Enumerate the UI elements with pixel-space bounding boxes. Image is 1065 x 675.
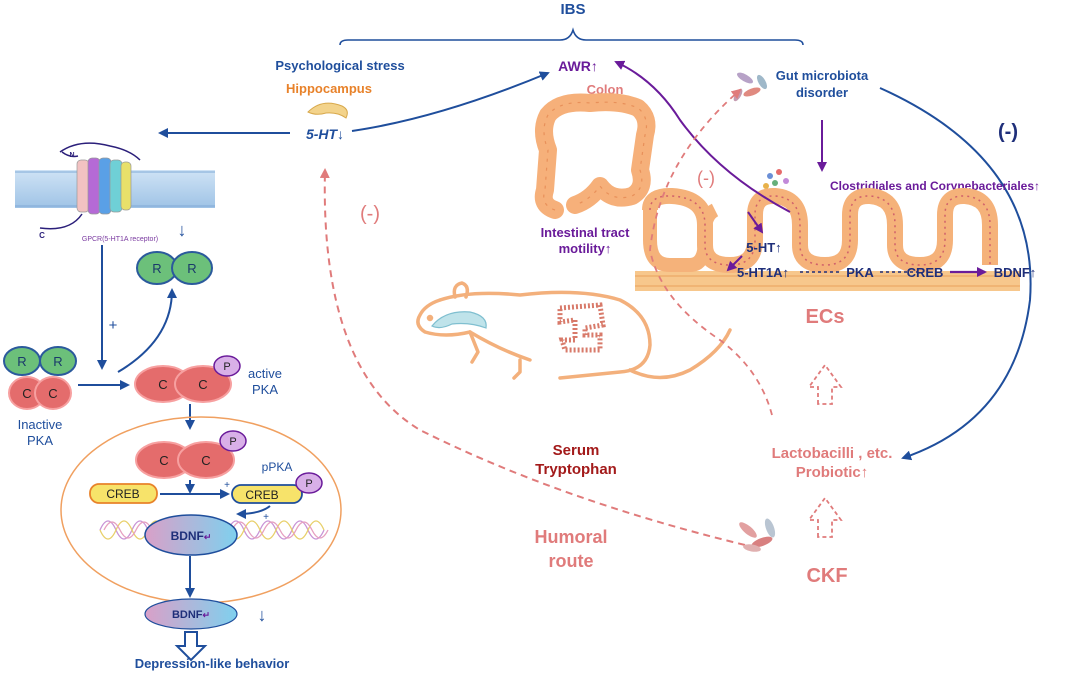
bdnf-protein-label: BDNF↵ xyxy=(172,609,210,621)
nuclear-c-label-1: C xyxy=(159,453,168,468)
bdnf-decrease-arrow: ↓ xyxy=(258,605,267,625)
hippocampus-icon xyxy=(307,102,348,119)
pcreb-p-label: P xyxy=(305,478,312,490)
bdnf-gene xyxy=(144,514,238,556)
pka-path-label: PKA xyxy=(846,265,874,280)
colon-label: Colon xyxy=(587,82,624,97)
active-c-label-1: C xyxy=(158,377,167,392)
transcription-plus-label: + xyxy=(263,512,269,523)
gpcr-receptor-icon xyxy=(39,142,141,230)
gut-microbiota-line1: Gut microbiota xyxy=(776,68,869,83)
activation-plus-label: + xyxy=(109,317,118,334)
inactive-pka-line2: PKA xyxy=(27,433,53,448)
psych-stress-label: Psychological stress xyxy=(275,58,404,73)
free-regulatory-subunits xyxy=(136,251,213,285)
colon-illustration xyxy=(534,93,656,219)
rat-colon xyxy=(557,302,606,353)
free-r-label-2: R xyxy=(187,261,196,276)
pcreb-box-label: CREB xyxy=(245,488,278,502)
inhibition-label-right: (-) xyxy=(998,121,1018,143)
arrow-wall-to-awr xyxy=(614,60,791,213)
hollow-down-arrow xyxy=(174,631,208,662)
bdnf-up-label: BDNF↑ xyxy=(994,265,1037,280)
gpcr-n-label: N xyxy=(69,152,74,159)
nuclear-pka xyxy=(135,430,247,479)
humoral-dashed-path xyxy=(319,168,746,546)
inactive-r-label-2: R xyxy=(53,354,62,369)
arrow-microbiota-to-probiotic xyxy=(879,87,1032,461)
gpcr-label: GPCR(5-HT1A receptor) xyxy=(82,236,158,243)
inactive-pka xyxy=(3,346,77,410)
hollow-up-arrow-bottom xyxy=(807,496,843,538)
creb-path-label: CREB xyxy=(907,265,944,280)
intestinal-motility-line2: motility↑ xyxy=(559,241,612,256)
active-pka-line2: PKA xyxy=(252,382,278,397)
arrow-serotonin-to-receptor xyxy=(726,255,743,272)
depression-label: Depression-like behavior xyxy=(135,656,290,671)
active-pka xyxy=(134,355,241,403)
active-pka-line1: active xyxy=(248,366,282,381)
arrow-clostridiales-to-serotonin xyxy=(747,211,764,234)
ecs-label: ECs xyxy=(806,306,845,328)
ibs-title: IBS xyxy=(560,1,585,18)
humoral-line1: Humoral xyxy=(534,527,607,547)
inhibition-label-left: (-) xyxy=(360,203,380,225)
hippocampus-label: Hippocampus xyxy=(286,81,372,96)
lactobacilli-line2: Probiotic↑ xyxy=(796,464,869,481)
creb-box xyxy=(89,483,158,504)
rat-illustration xyxy=(416,281,732,380)
pcreb-box xyxy=(231,484,303,504)
nuclear-p-label: P xyxy=(229,436,236,448)
pcreb-phosphate xyxy=(295,472,323,494)
clostridiales-icon xyxy=(763,169,789,189)
creb-box-label: CREB xyxy=(106,487,139,501)
rat-hippocampus xyxy=(431,311,487,329)
active-c-label-2: C xyxy=(198,377,207,392)
inactive-r-label-1: R xyxy=(17,354,26,369)
awr-label: AWR↑ xyxy=(558,58,598,74)
active-p-label: P xyxy=(223,361,230,373)
serum-line1: Serum xyxy=(553,442,600,459)
ckf-label: CKF xyxy=(806,565,847,587)
free-r-label-1: R xyxy=(152,261,161,276)
clostridiales-label: Clostridiales and Corynebacteriales↑ xyxy=(830,179,1040,193)
intestinal-wall xyxy=(635,187,1020,291)
humoral-line2: route xyxy=(549,551,594,571)
lactobacilli-line1: Lactobacilli , etc. xyxy=(772,445,893,462)
ht1a-label: 5-HT1A↑ xyxy=(737,265,789,280)
gpcr-c-label: C xyxy=(39,231,45,240)
serotonin-down-label: 5-HT↓ xyxy=(306,126,344,142)
hollow-up-arrow-top xyxy=(807,363,843,405)
bdnf-protein xyxy=(144,598,238,630)
ppka-label: pPKA xyxy=(262,460,293,474)
inactive-c-label-2: C xyxy=(48,386,57,401)
microbiota-icon xyxy=(733,72,768,102)
arrow-pcreb-to-bdnf xyxy=(236,505,271,519)
inhibition-label-mid: (-) xyxy=(697,168,715,188)
arrow-release-r xyxy=(117,288,177,373)
ibs-brace xyxy=(339,27,804,46)
inactive-c-label-1: C xyxy=(22,386,31,401)
arrow-serotonin-to-awr xyxy=(351,71,550,132)
serum-line2: Tryptophan xyxy=(535,461,617,478)
bdnf-gene-label: BDNF↵ xyxy=(171,529,212,543)
intestinal-motility-line1: Intestinal tract xyxy=(541,225,631,240)
bacteria-icon xyxy=(739,518,776,552)
inactive-pka-line1: Inactive xyxy=(18,417,63,432)
gut-microbiota-line2: disorder xyxy=(796,85,848,100)
serotonin-up-label: 5-HT↑ xyxy=(746,240,781,255)
creb-plus-label: + xyxy=(224,480,230,491)
receptor-down-arrow: ↓ xyxy=(178,220,187,240)
probiotic-to-microbiota-dashed xyxy=(649,88,773,416)
nuclear-c-label-2: C xyxy=(201,453,210,468)
